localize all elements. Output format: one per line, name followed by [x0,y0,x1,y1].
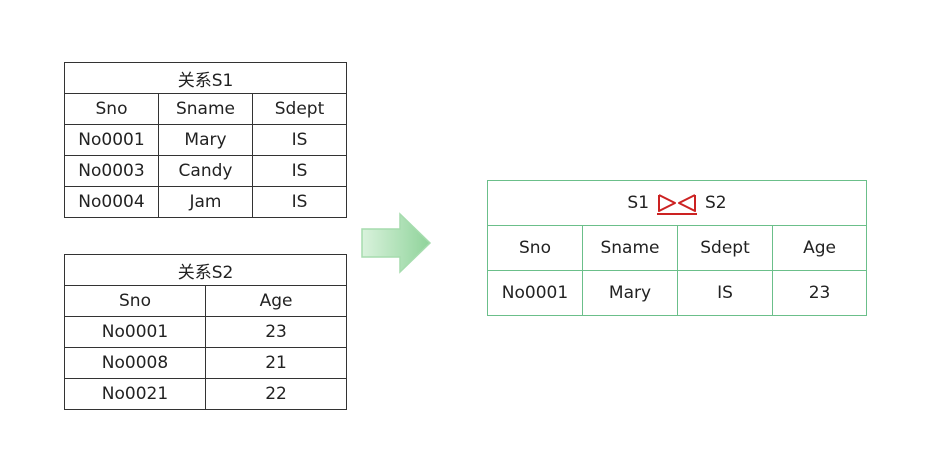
column-header: Age [204,285,348,317]
table-row: No0004 Jam IS [64,186,348,218]
column-header: Sdept [251,93,348,125]
natural-join-icon [657,194,698,215]
table-cell: No0008 [64,347,206,379]
table-cell: No0001 [487,270,583,316]
table-row: No0001 Mary IS [64,124,348,156]
table-row: No0001 23 [64,316,348,348]
column-header: Sdept [677,225,773,271]
table-title: S1 S2 [486,180,868,226]
table-cell: IS [251,155,348,187]
table-cell: No0021 [64,378,206,410]
table-cell: 22 [204,378,348,410]
column-header: Sno [64,285,206,317]
table-title: 关系S2 [63,254,348,286]
table-cell: IS [251,124,348,156]
column-header: Sname [158,93,253,125]
right-operand: S2 [705,193,727,213]
table-header-row: Sno Age [64,285,348,317]
relation-s2-table: 关系S2 Sno Age No0001 23 No0008 21 No0021 … [63,254,348,410]
table-cell: Mary [158,124,253,156]
table-row: No0003 Candy IS [64,155,348,187]
table-header-row: Sno Sname Sdept Age [487,225,868,271]
table-cell: IS [677,270,773,316]
table-cell: 21 [204,347,348,379]
arrow-right-icon [361,212,432,274]
relation-s1-table: 关系S1 Sno Sname Sdept No0001 Mary IS No00… [63,62,348,218]
table-cell: No0004 [64,186,159,218]
table-row: No0001 Mary IS 23 [487,270,868,316]
table-cell: 23 [204,316,348,348]
table-title-row: S1 S2 [486,180,868,226]
left-operand: S1 [627,193,650,213]
table-header-row: Sno Sname Sdept [64,93,348,125]
column-header: Sno [487,225,583,271]
table-row: No0021 22 [64,378,348,410]
column-header: Age [771,225,868,271]
column-header: Sno [64,93,159,125]
table-cell: Mary [582,270,678,316]
table-title-row: 关系S1 [63,62,348,94]
table-cell: 23 [771,270,868,316]
table-cell: Jam [158,186,253,218]
table-cell: Candy [158,155,253,187]
table-row: No0008 21 [64,347,348,379]
table-cell: No0001 [64,124,159,156]
table-cell: No0001 [64,316,206,348]
table-title: 关系S1 [63,62,348,94]
join-result-table: S1 S2 Sno Sname Sdept Age No0001 Mary IS… [486,180,868,316]
table-title-row: 关系S2 [63,254,348,286]
column-header: Sname [582,225,678,271]
table-cell: IS [251,186,348,218]
table-cell: No0003 [64,155,159,187]
